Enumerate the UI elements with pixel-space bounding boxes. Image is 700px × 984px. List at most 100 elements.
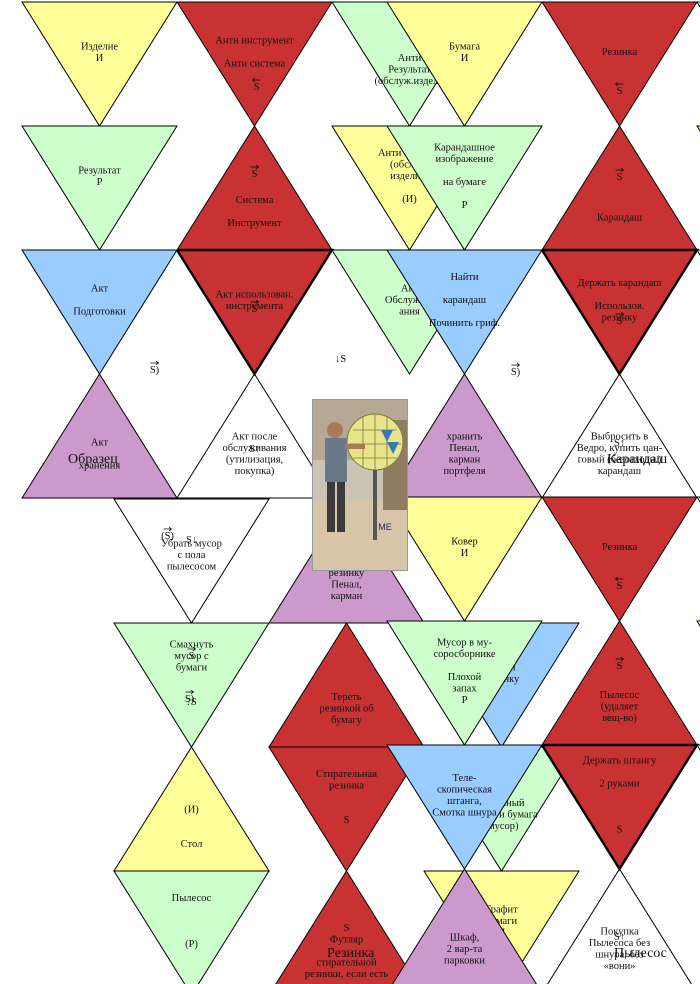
triangle-label: вещ-во) [602, 713, 637, 724]
triangle-label: Анти инструмент [215, 36, 294, 47]
caption-obrazets: Образец [68, 452, 118, 467]
triangle-face [696, 1, 700, 8]
triangle-label: Резинка [602, 542, 638, 553]
triangle-face [696, 249, 700, 256]
vector-symbol: S [617, 581, 623, 592]
vector-symbol: S [252, 304, 258, 315]
triangle-label: 2 вар-та [447, 944, 483, 955]
triangle-label: ?S [186, 697, 197, 708]
triangle-face [113, 870, 270, 984]
vector-symbol: S↑ [614, 932, 625, 943]
triangle-face [21, 373, 178, 499]
triangle-label: Держать штангу [583, 756, 657, 767]
triangle-label: Акт использован. [216, 289, 294, 300]
vector-symbol: S↓ [186, 535, 197, 546]
triangle-label: резинка [329, 781, 364, 792]
triangle-face [113, 498, 270, 624]
triangle-label: говый (безотходн.) [578, 455, 662, 466]
triangle-label: И [461, 548, 469, 559]
triangle-label: Акт [401, 284, 419, 295]
triangle-label: Плохой [448, 672, 482, 683]
triangle-label: штанга, [447, 796, 482, 807]
vector-arrow-icon [620, 311, 625, 317]
vector-arrow-icon [251, 77, 256, 83]
vector-arrow-icon [255, 164, 260, 170]
triangle-label: И [461, 53, 469, 64]
triangle-label: пылесосом [167, 561, 217, 572]
triangle-label: карман [449, 455, 481, 466]
triangle-face [541, 496, 698, 622]
triangle-face [21, 249, 178, 375]
triangle-label: (обслуж. [390, 160, 429, 171]
vector-symbol: S↑ [614, 438, 625, 449]
photo-illustration [313, 400, 407, 570]
triangle-face [21, 125, 178, 251]
triangle-label: Р [97, 177, 103, 188]
triangle-label: ания [399, 307, 420, 318]
triangle-face [386, 249, 543, 375]
triangle-label: (И) [402, 194, 417, 205]
caption-karandash: Карандаш [607, 452, 668, 467]
base-face-outline [540, 248, 700, 377]
triangle-label: (мусор) [484, 821, 519, 832]
triangle-label: Шкаф, [450, 932, 480, 943]
triangle-face [268, 746, 425, 872]
triangle-label: Использов. [595, 301, 645, 312]
triangle-pylesos-8: Заме-на пы-лесборника,фильтров↓S [696, 744, 700, 751]
triangle-label: Тереть [332, 692, 362, 703]
vector-symbol: S [617, 172, 623, 183]
triangle-label: инструмента [226, 301, 283, 312]
vector-arrow-icon [168, 526, 173, 532]
triangle-label: Инструмент [227, 218, 282, 229]
triangle-label: хранения [79, 460, 121, 471]
triangle-face [696, 496, 700, 503]
vector-symbol: S) [150, 365, 160, 376]
triangle-face [696, 125, 700, 132]
triangle-label: Пенал, [449, 443, 479, 454]
triangle-label: (удаляет [601, 702, 639, 713]
vector-arrow-icon [516, 362, 521, 368]
triangle-label: Выбросить в [591, 432, 648, 443]
triangle-label: парковки [444, 955, 485, 966]
caption-rezinka: Резинка [327, 946, 375, 961]
caption-pylesos: Пылесос [614, 946, 667, 961]
triangle-rezinka-8: Пылесос(Р) [113, 870, 270, 984]
vector-symbol: S [189, 651, 195, 662]
triangle-label: Ковер [451, 536, 478, 547]
triangle-label: Изделие [81, 41, 118, 52]
triangle-label: Обслужив- [385, 295, 435, 306]
photo-man-with-globe: МЕ [312, 399, 408, 571]
triangle-face [176, 1, 333, 127]
triangle-label: (утилизация, [226, 455, 283, 466]
triangle-pylesos-5: Пол, линолеум,паркет(И) [696, 620, 700, 627]
triangle-label: S [344, 815, 350, 826]
triangle-label: карандаш [443, 295, 486, 306]
triangle-face [176, 373, 333, 499]
triangle-face [113, 622, 270, 748]
triangle-label: И [96, 53, 104, 64]
vector-symbol: S [617, 661, 623, 672]
triangle-face [547, 868, 692, 984]
triangle-label: (И) [184, 805, 199, 816]
triangle-label: Мусор в му- [437, 637, 493, 648]
triangle-label: Починить гриф. [429, 318, 500, 329]
triangle-label: Карандаш [597, 212, 642, 223]
triangle-label: на бумаге [443, 177, 486, 188]
vector-arrow-icon [614, 81, 619, 87]
triangle-label: Акт [91, 284, 109, 295]
triangle-label: Карандашное [434, 142, 495, 153]
